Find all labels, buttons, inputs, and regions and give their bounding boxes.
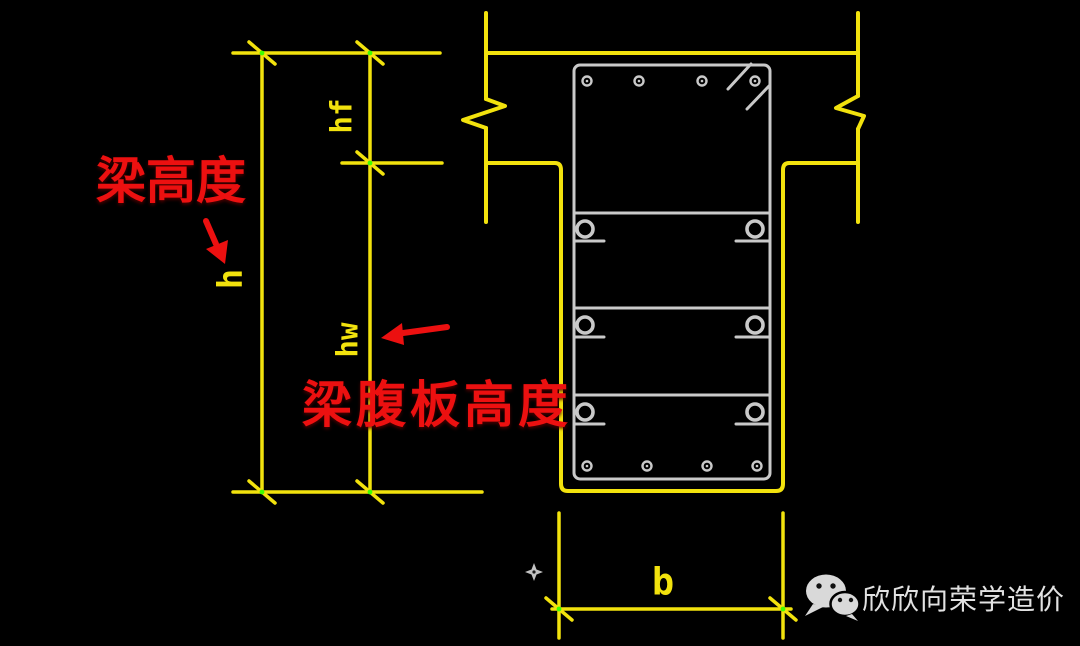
dimension-lines — [231, 40, 798, 640]
left-break-line — [461, 97, 507, 130]
stirrup-and-rebar — [572, 62, 772, 481]
web-height-annotation: 梁腹板高度 — [302, 377, 572, 433]
cursor-crosshair-icon — [525, 563, 543, 581]
tie-bar-row — [572, 306, 772, 339]
stirrup-hook — [726, 62, 753, 91]
dim-label-hf: hf — [324, 98, 359, 134]
dim-label-h: h — [211, 268, 251, 290]
wechat-icon — [805, 574, 861, 621]
tie-bar-row — [572, 211, 772, 243]
stirrup-hook — [745, 84, 771, 111]
watermark-text: 欣欣向荣学造价 — [862, 584, 1066, 615]
bottom-rebar-row — [581, 460, 763, 472]
web-height-arrowhead — [381, 323, 404, 345]
endpoint-markers — [259, 50, 786, 612]
concrete-outline — [461, 11, 866, 493]
web-height-arrow — [400, 324, 450, 336]
right-break-line — [834, 94, 866, 131]
tie-bar-row — [572, 393, 772, 426]
beam-height-annotation: 梁高度 — [96, 153, 246, 209]
dim-label-b: b — [651, 560, 675, 604]
dim-label-hw: hw — [330, 322, 365, 358]
annotation-arrows — [203, 218, 450, 345]
beam-height-arrowhead — [206, 240, 228, 264]
top-rebar-row — [581, 75, 761, 87]
web-outline — [484, 161, 860, 493]
stirrup — [572, 63, 772, 481]
beam-height-arrow — [203, 218, 219, 247]
